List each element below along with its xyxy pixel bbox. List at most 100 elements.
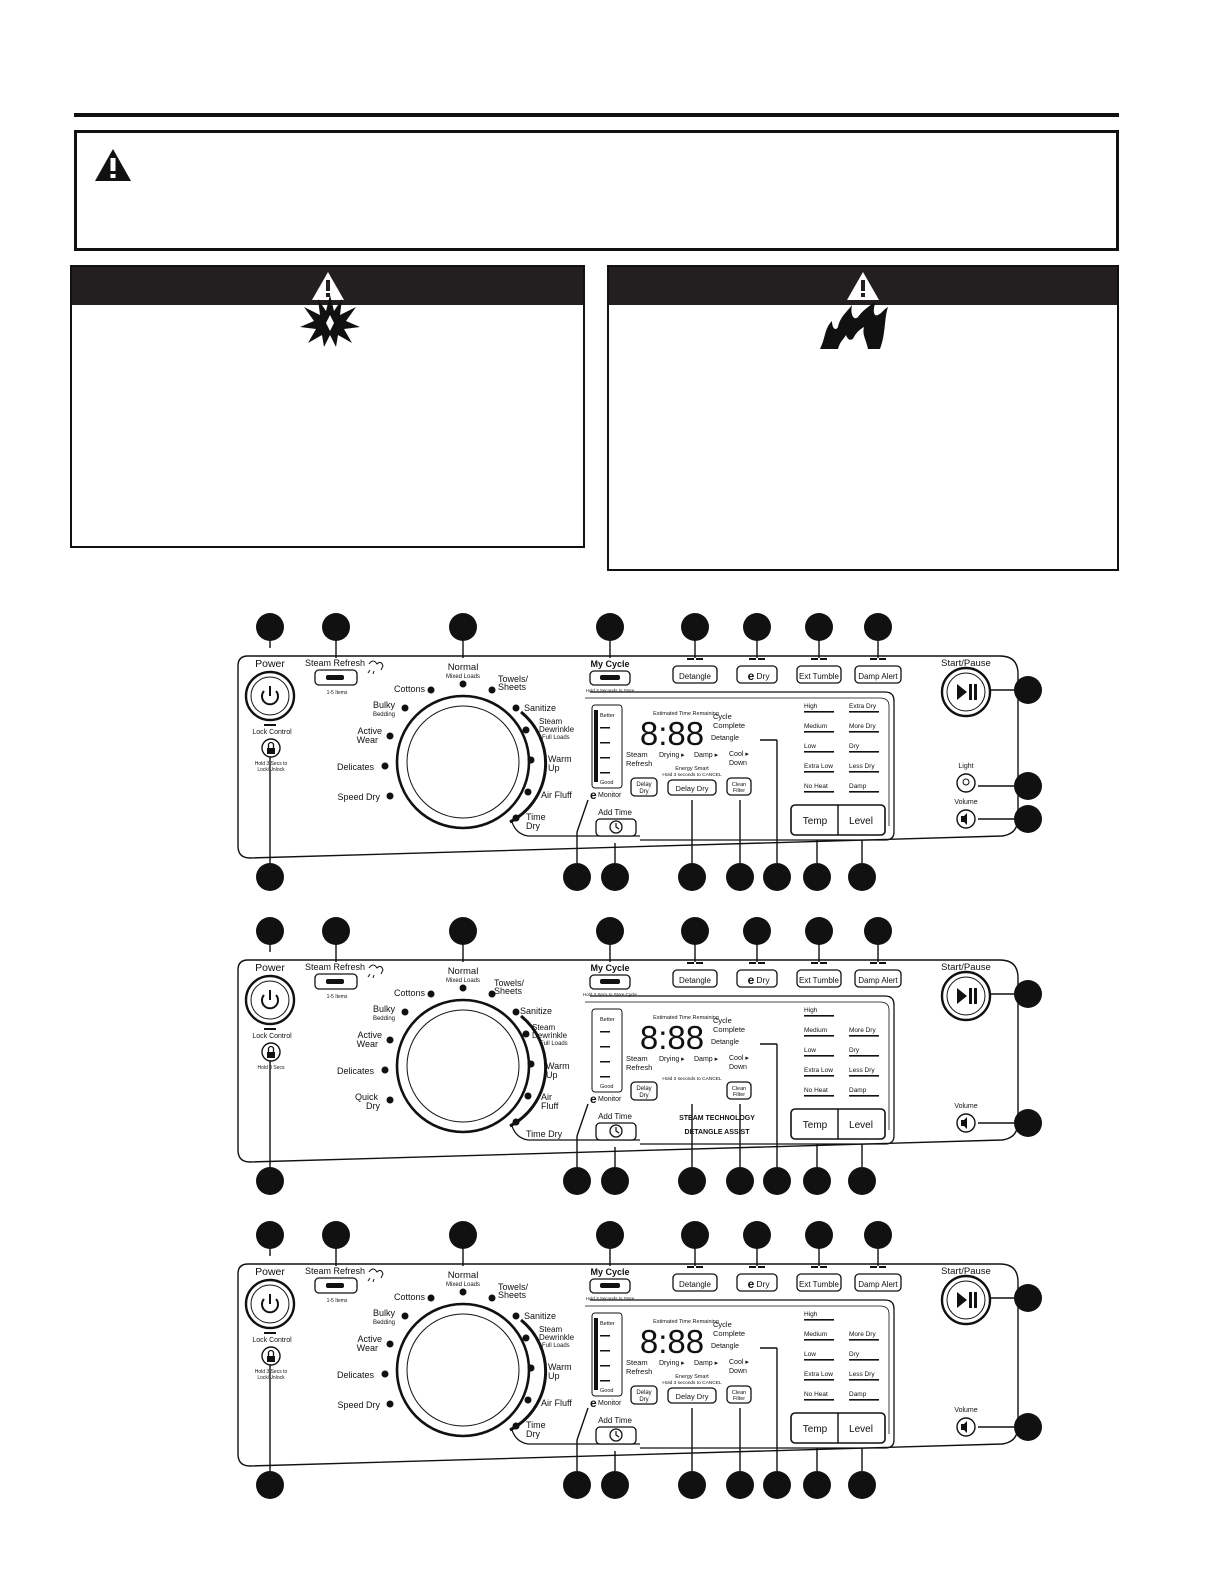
cycle-indicator-dot bbox=[527, 1364, 535, 1372]
callout-marker bbox=[1014, 805, 1042, 833]
panel-label: Bulky bbox=[373, 1004, 396, 1014]
emonitor-level-light bbox=[600, 727, 610, 729]
light-bulb-icon bbox=[962, 778, 970, 786]
panel-label: Lock/Unlock bbox=[257, 1375, 285, 1381]
callout-marker bbox=[763, 1167, 791, 1195]
callout-marker bbox=[1014, 1284, 1042, 1312]
callout-marker bbox=[726, 1471, 754, 1499]
dial-arc bbox=[509, 710, 548, 824]
clock-icon bbox=[615, 1431, 620, 1438]
panel-label: More Dry bbox=[849, 1331, 876, 1338]
indicator-light bbox=[687, 962, 694, 964]
panel-label: Estimated Time Remaining bbox=[653, 711, 719, 717]
panel-label: Drying ▸ bbox=[659, 1056, 685, 1063]
emonitor-level-light bbox=[600, 772, 610, 774]
panel-label: Steam Refresh bbox=[305, 1266, 365, 1276]
panel-label: Towels/ bbox=[498, 674, 529, 684]
emonitor-frame bbox=[591, 1008, 623, 1093]
cycle-selector-dial-inner bbox=[406, 1009, 520, 1123]
power-icon bbox=[261, 1298, 279, 1314]
emonitor-level-light bbox=[600, 1061, 610, 1063]
panel-label: Good bbox=[600, 1084, 613, 1090]
temp-indicator-light bbox=[804, 1035, 834, 1037]
panel-label: Cycle bbox=[713, 712, 732, 721]
panel-label: Less Dry bbox=[849, 1067, 875, 1074]
panel-label: Dry bbox=[849, 1351, 860, 1358]
level-indicator-light bbox=[849, 1055, 879, 1057]
panel-label: More Dry bbox=[849, 723, 876, 730]
panel-label: Hold 3 Secs bbox=[258, 1065, 285, 1071]
panel-label: Medium bbox=[804, 1027, 827, 1034]
play-icon bbox=[957, 1292, 967, 1308]
indicator-light bbox=[696, 658, 703, 660]
panel-label: Lock/Unlock bbox=[257, 767, 285, 773]
panel-label: Cool ▸ bbox=[729, 1359, 749, 1366]
temp-indicator-light bbox=[804, 1359, 834, 1361]
panel-label: Dry bbox=[639, 1093, 648, 1099]
edry-button bbox=[736, 1273, 778, 1292]
callout-marker bbox=[805, 613, 833, 641]
power-button-ring bbox=[250, 676, 290, 716]
level-indicator-light bbox=[849, 1379, 879, 1381]
callout-marker bbox=[681, 1221, 709, 1249]
panel-label: Dry bbox=[756, 975, 770, 985]
indicator-light bbox=[879, 962, 886, 964]
pause-icon bbox=[969, 684, 972, 700]
panel-label: Dry bbox=[756, 1279, 770, 1289]
panel-label: High bbox=[804, 1311, 818, 1318]
display-outline-inner bbox=[585, 1305, 890, 1434]
temp-indicator-light bbox=[804, 1399, 834, 1401]
panel-label: Less Dry bbox=[849, 1371, 875, 1378]
delay-dry-button bbox=[630, 777, 658, 797]
power-icon bbox=[261, 690, 279, 706]
panel-label: STEAM TECHNOLOGY bbox=[679, 1115, 755, 1122]
indicator-light bbox=[326, 675, 344, 680]
panel-label: Estimated Time Remaining bbox=[653, 1015, 719, 1021]
callout-marker bbox=[681, 917, 709, 945]
panel-label: Time Dry bbox=[526, 1129, 563, 1139]
panel-label: Towels/ bbox=[494, 978, 525, 988]
panel-label: Steam Refresh bbox=[305, 962, 365, 972]
panel-label: More Dry bbox=[849, 1027, 876, 1034]
panel-label: Power bbox=[255, 658, 285, 670]
callout-marker bbox=[678, 1471, 706, 1499]
cycle-indicator-dot bbox=[512, 704, 520, 712]
panel-label: Down bbox=[729, 760, 747, 767]
panel-label: Damp ▸ bbox=[694, 1056, 719, 1063]
cycle-selector-dial-inner bbox=[406, 705, 520, 819]
panel-label: No Heat bbox=[804, 1391, 828, 1398]
indicator-light bbox=[870, 658, 877, 660]
edry-button bbox=[736, 969, 778, 988]
panel-label: Delay Dry bbox=[676, 1392, 709, 1401]
panel-label: My Cycle bbox=[590, 963, 629, 973]
callout-marker bbox=[1014, 676, 1042, 704]
panel-label: Start/Pause bbox=[941, 658, 991, 669]
dial-lead bbox=[511, 821, 640, 837]
panel-label: Air Fluff bbox=[541, 790, 572, 800]
power-icon bbox=[261, 994, 279, 1010]
panel-label: Cottons bbox=[394, 684, 426, 694]
level-indicator-light bbox=[849, 711, 879, 713]
panel-label: Extra Low bbox=[804, 1371, 833, 1378]
panel-label: Steam bbox=[539, 1325, 562, 1334]
panel-label: Complete bbox=[713, 721, 745, 730]
panel-label: Level bbox=[849, 816, 873, 827]
cycle-indicator-dot bbox=[381, 1066, 389, 1074]
callout-marker bbox=[864, 917, 892, 945]
panel-label: Detangle bbox=[679, 976, 712, 985]
callout-marker bbox=[449, 917, 477, 945]
panel-label: Extra Dry bbox=[849, 703, 877, 710]
detangle-button bbox=[672, 969, 718, 988]
safety-box bbox=[74, 130, 1119, 251]
panel-label: Active bbox=[357, 1030, 382, 1040]
indicator-light bbox=[687, 1266, 694, 1268]
panel-label: Full Loads bbox=[542, 1343, 570, 1349]
level-indicator-light bbox=[849, 1075, 879, 1077]
panel-label: Good bbox=[600, 1388, 613, 1394]
temp-indicator-light bbox=[804, 1339, 834, 1341]
panel-label: Speed Dry bbox=[337, 1400, 380, 1410]
panel-label: Filter bbox=[733, 1396, 745, 1402]
cycle-indicator-dot bbox=[386, 1400, 394, 1408]
panel-label: Add Time bbox=[598, 1112, 632, 1121]
